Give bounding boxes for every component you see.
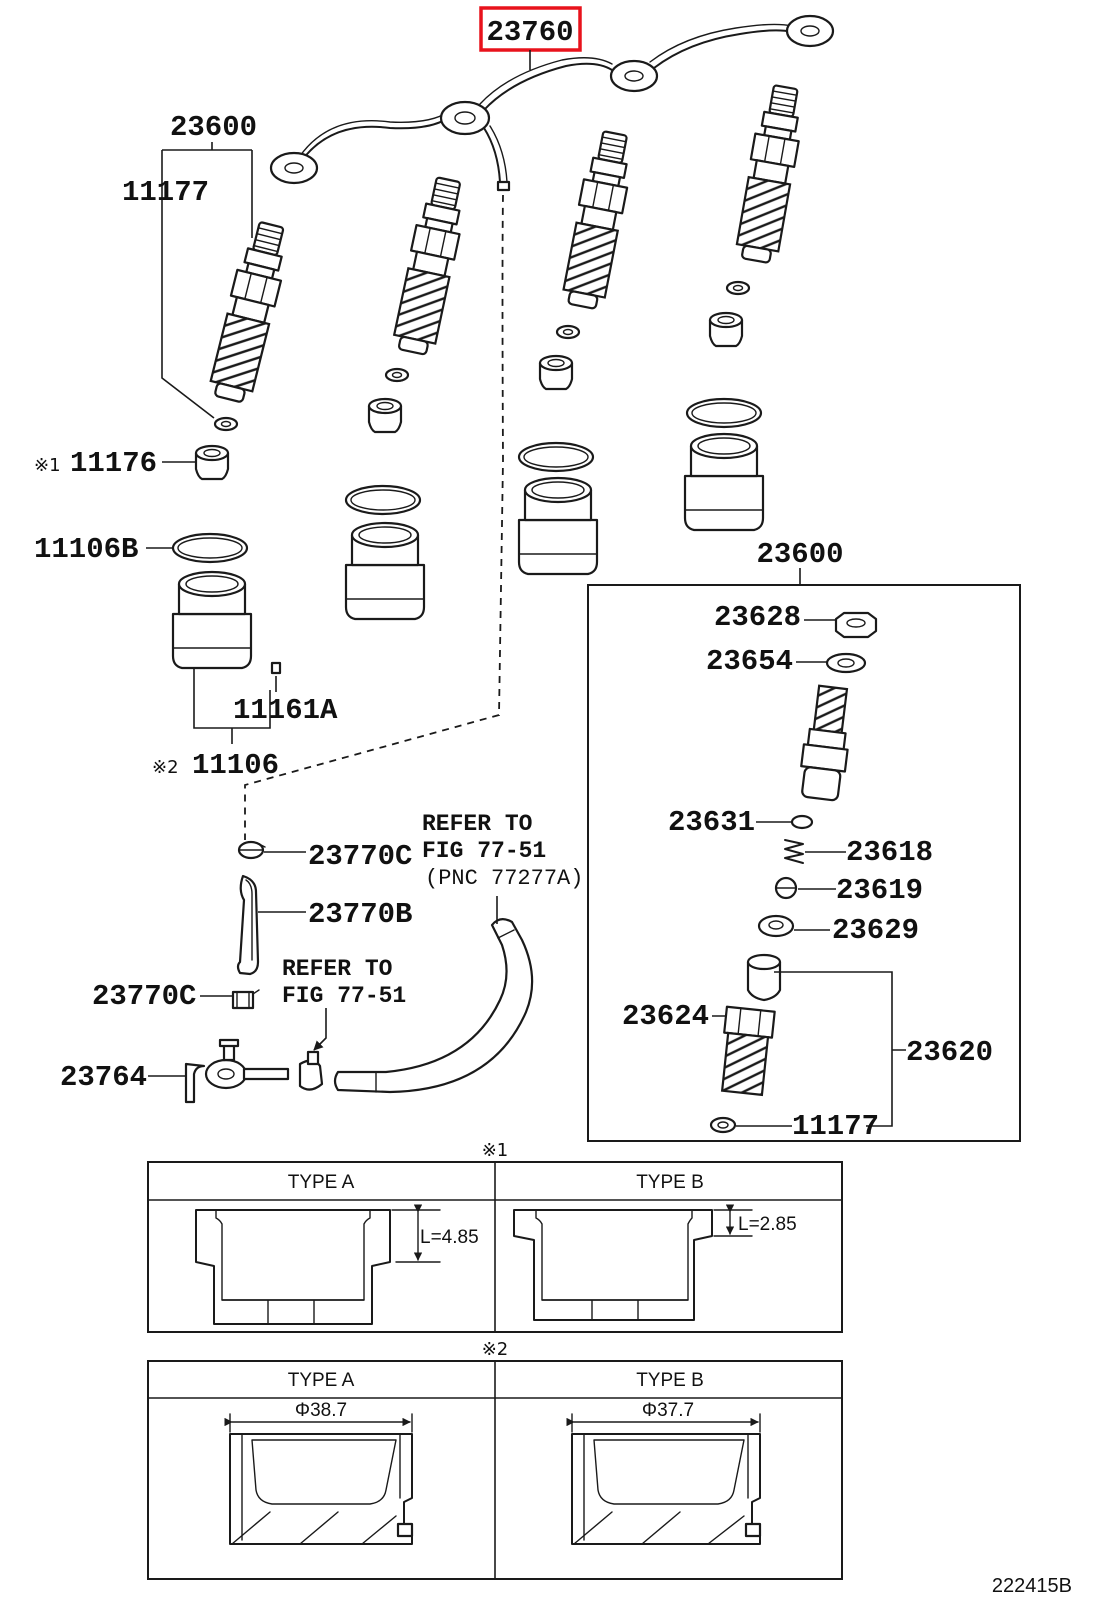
bracket-11106 <box>193 668 271 744</box>
pin-11161a <box>270 661 282 675</box>
label-11161a: 11161A <box>233 694 338 727</box>
label-23770c-bottom: 23770C <box>92 980 196 1013</box>
label-23770c-top: 23770C <box>308 840 412 873</box>
label-23770b: 23770B <box>308 898 412 931</box>
union-fitting-23764 <box>184 1038 290 1104</box>
table1-type-a: TYPE A <box>288 1172 355 1193</box>
kit-nut-23628 <box>834 611 878 639</box>
pipe-fitting-4 <box>785 14 835 48</box>
label-11106b: 11106B <box>34 533 138 566</box>
ref-right-line-3: (PNC 77277A) <box>425 866 583 891</box>
gasket-ring-4 <box>685 397 763 429</box>
injector-nozzle-4 <box>732 82 809 266</box>
label-11106: 11106 <box>192 749 279 782</box>
table1-dim-b: L=2.85 <box>738 1214 797 1235</box>
table1-holder-type-b <box>513 1204 753 1321</box>
bracket-23620 <box>774 971 906 1127</box>
ref-left-line-2: FIG 77-51 <box>282 983 406 1009</box>
nozzle-seat-2 <box>367 397 403 434</box>
table1-type-b: TYPE B <box>636 1172 704 1193</box>
washer-2 <box>384 367 410 383</box>
kit-label-23624: 23624 <box>622 1000 709 1033</box>
nozzle-seat-3 <box>538 354 574 391</box>
washer-3 <box>555 324 581 340</box>
table2 <box>147 1360 843 1580</box>
kit-shim-23631 <box>790 814 814 830</box>
nozzle-seat-1 <box>194 444 230 481</box>
hose-connector <box>298 1050 324 1091</box>
label-11177-left: 11177 <box>122 176 209 209</box>
injector-nozzle-2 <box>389 174 472 358</box>
injector-nozzle-3 <box>558 128 638 312</box>
table2-dim-a: Φ38.7 <box>295 1400 347 1421</box>
gasket-ring-3 <box>517 441 595 473</box>
kit-label-11177: 11177 <box>792 1110 879 1143</box>
mark-11176: ※1 <box>34 455 61 476</box>
kit-title: 23600 <box>756 538 843 571</box>
kit-retaining-nut-23624 <box>720 1005 776 1097</box>
kit-washer-23654 <box>825 652 867 674</box>
table1-dim-a: L=4.85 <box>420 1227 479 1248</box>
main-clamp-fitting <box>439 100 491 136</box>
washer-11177-left <box>213 416 239 432</box>
table2-type-b: TYPE B <box>636 1370 704 1391</box>
pipe-fitting-1 <box>269 151 319 185</box>
kit-label-23628: 23628 <box>714 601 801 634</box>
kit-spring-23618 <box>784 839 804 864</box>
kit-seat-23619 <box>774 876 798 900</box>
kit-label-23631: 23631 <box>668 806 755 839</box>
clip-23770c-bottom <box>231 989 260 1010</box>
kit-tip-23620 <box>746 953 782 1002</box>
washer-4 <box>725 280 751 296</box>
label-23600-left: 23600 <box>170 111 257 144</box>
kit-label-23629: 23629 <box>832 914 919 947</box>
injector-nozzle-1 <box>205 218 295 406</box>
hose-23770b <box>236 874 260 976</box>
nozzle-holder-2 <box>344 521 426 621</box>
kit-washer-11177 <box>709 1116 737 1134</box>
kit-piece-23629 <box>757 914 795 938</box>
table1-mark: ※1 <box>482 1140 509 1161</box>
label-11176: 11176 <box>70 447 157 480</box>
pipe-to-hose-dashed-line <box>244 194 504 840</box>
gasket-ring-1 <box>171 532 249 564</box>
drawing-id: 222415B <box>992 1575 1072 1597</box>
leakage-pipe <box>299 23 793 192</box>
pipe-fitting-3 <box>609 59 659 93</box>
table2-type-a: TYPE A <box>288 1370 355 1391</box>
nozzle-holder-3 <box>517 476 599 576</box>
table2-holder-type-a <box>224 1413 414 1545</box>
ref-right-line-1: REFER TO <box>422 811 532 837</box>
kit-label-23619: 23619 <box>836 874 923 907</box>
gasket-ring-2 <box>344 484 422 516</box>
kit-label-23618: 23618 <box>846 836 933 869</box>
table2-holder-type-b <box>566 1413 762 1545</box>
table1-holder-type-a <box>195 1204 441 1325</box>
label-23764: 23764 <box>60 1061 147 1094</box>
return-hose <box>333 918 534 1094</box>
table2-mark: ※2 <box>482 1339 509 1360</box>
nozzle-seat-4 <box>708 311 744 348</box>
kit-label-23654: 23654 <box>706 645 793 678</box>
ref-left-line-1: REFER TO <box>282 956 392 982</box>
main-part-number: 23760 <box>486 16 573 49</box>
table1 <box>147 1161 843 1333</box>
nozzle-holder-4 <box>683 432 765 532</box>
mark-11106: ※2 <box>152 757 179 778</box>
kit-nozzle-holder <box>800 684 849 802</box>
nozzle-holder-1 <box>171 570 253 670</box>
kit-label-23620: 23620 <box>906 1036 993 1069</box>
bracket-23600-left <box>161 142 253 419</box>
leader-ref-left <box>313 1008 327 1051</box>
ref-right-line-2: FIG 77-51 <box>422 838 546 864</box>
table2-dim-b: Φ37.7 <box>642 1400 694 1421</box>
kit-box <box>587 584 1021 1142</box>
clip-23770c-top <box>237 840 266 860</box>
